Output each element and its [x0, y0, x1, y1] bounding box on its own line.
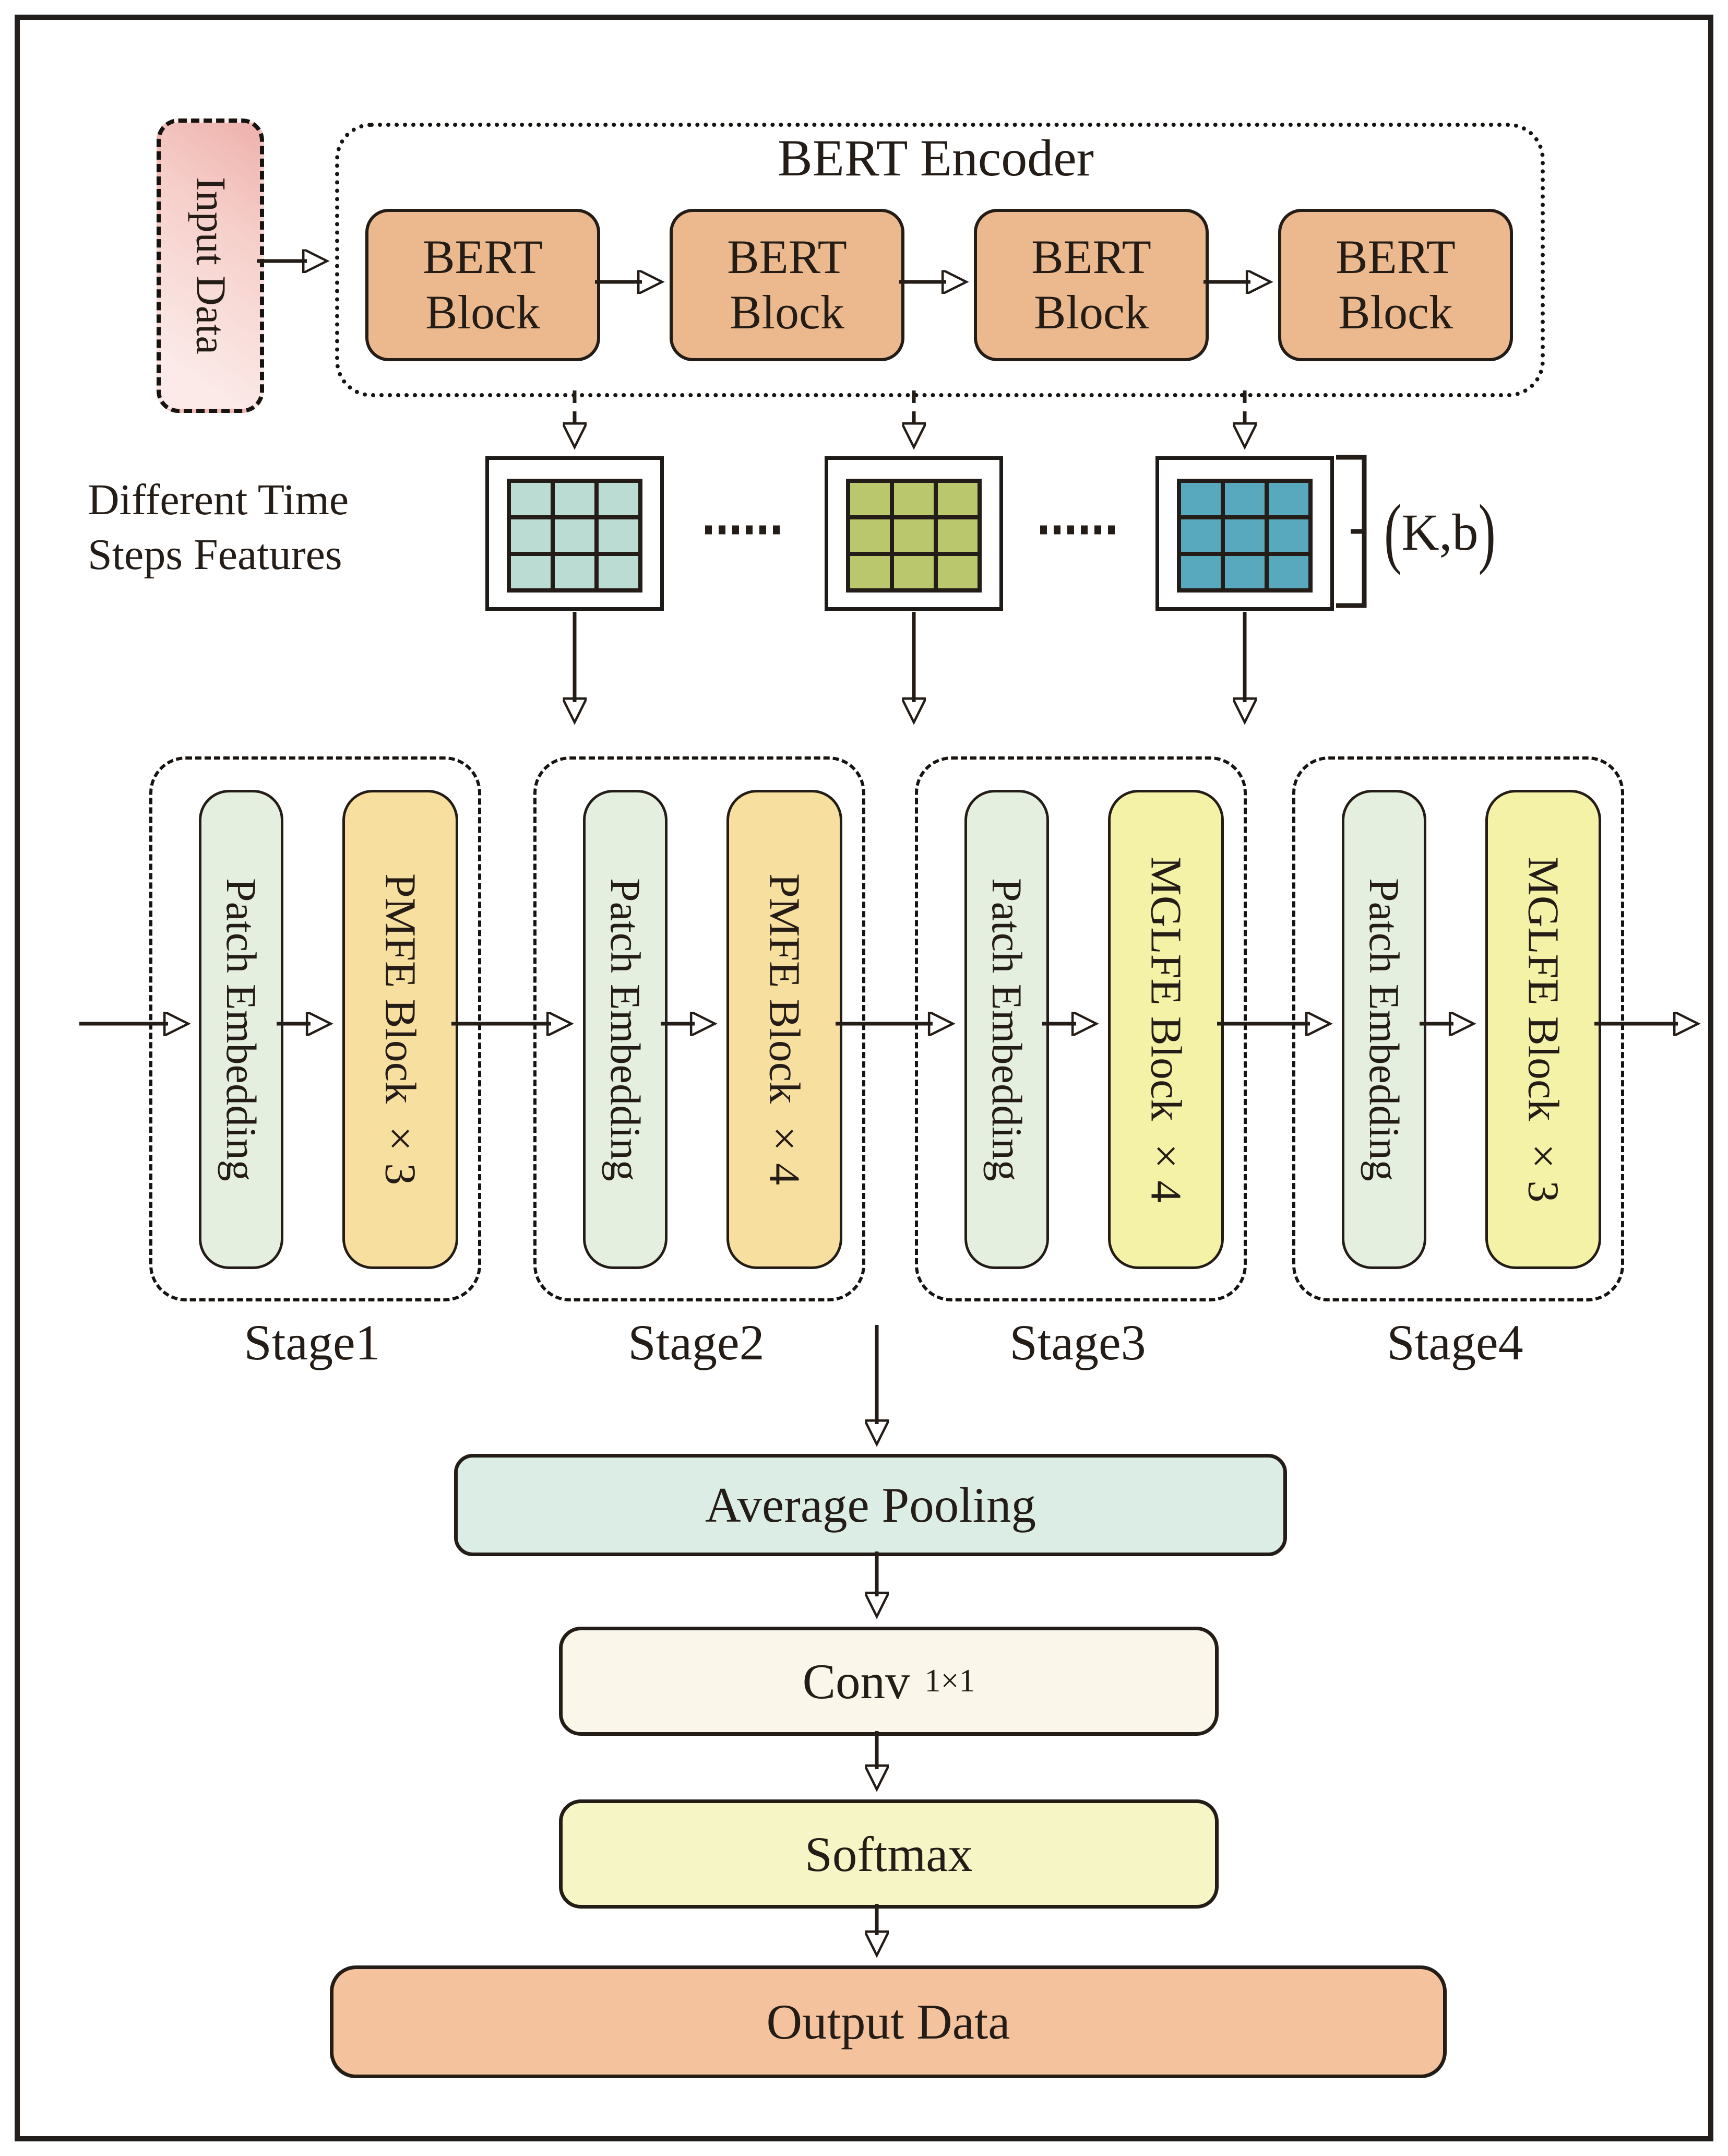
timestep-feature-grid-3	[1155, 456, 1334, 611]
feature-cell	[599, 519, 638, 552]
stage-1-pmfe-block-label: PMFE Block ×3	[376, 873, 425, 1186]
stage-2-pmfe-block: PMFE Block ×4	[726, 790, 842, 1269]
feature-cell	[1269, 483, 1308, 515]
feature-cell	[894, 519, 934, 552]
feature-cell	[1181, 519, 1221, 552]
timestep-feature-grid-2-cells	[846, 479, 982, 593]
output-data-label: Output Data	[766, 1994, 1010, 2050]
stage-1-label: Stage1	[244, 1314, 380, 1370]
bert-block-3: BERT Block	[974, 209, 1209, 361]
stage-4-patch-embedding: Patch Embedding	[1342, 790, 1426, 1269]
stage-3-patch-embedding-label: Patch Embedding	[983, 878, 1031, 1181]
figure-border	[15, 15, 1713, 2141]
softmax-box: Softmax	[559, 1799, 1219, 1909]
kb-close-paren: )	[1478, 489, 1496, 576]
stage-2-container: Patch Embedding PMFE Block ×4	[533, 756, 865, 1301]
feature-cell	[555, 556, 594, 588]
stage-3-mglfe-block-label: MGLFE Block ×4	[1141, 856, 1190, 1203]
conv-label: Conv	[802, 1653, 910, 1709]
bert-block-3-label: BERT Block	[1031, 230, 1151, 339]
bert-block-1: BERT Block	[365, 209, 600, 361]
feature-cell	[850, 556, 890, 588]
feature-cell	[599, 556, 638, 588]
bert-block-4: BERT Block	[1278, 209, 1513, 361]
bert-block-1-label: BERT Block	[423, 230, 543, 339]
input-data-box: Input Data	[157, 119, 264, 413]
stage-4-label: Stage4	[1387, 1314, 1523, 1370]
input-data-label: Input Data	[187, 177, 234, 354]
output-data-box: Output Data	[330, 1965, 1447, 2078]
feature-cell	[599, 483, 638, 515]
timestep-feature-grid-1-cells	[507, 479, 642, 593]
feature-cell	[938, 483, 978, 515]
stage-2-pmfe-block-label: PMFE Block ×4	[760, 873, 809, 1186]
average-pooling-label: Average Pooling	[705, 1477, 1036, 1533]
stage-3-patch-embedding: Patch Embedding	[964, 790, 1049, 1269]
bert-block-2-label: BERT Block	[727, 230, 847, 339]
average-pooling-box: Average Pooling	[454, 1454, 1287, 1556]
feature-cell	[894, 556, 934, 588]
bert-block-2: BERT Block	[670, 209, 904, 361]
feature-cell	[1269, 519, 1308, 552]
timestep-feature-grid-2	[825, 456, 1003, 611]
stage-1-patch-embedding-label: Patch Embedding	[218, 878, 265, 1181]
feature-cell	[1269, 556, 1308, 588]
stage-2-patch-embedding: Patch Embedding	[583, 790, 668, 1269]
stage-2-patch-embedding-label: Patch Embedding	[602, 878, 649, 1181]
stage-4-container: Patch Embedding MGLFE Block ×3	[1292, 756, 1624, 1301]
bert-encoder-container	[335, 123, 1545, 397]
conv-1x1-box: Conv 1×1	[559, 1627, 1219, 1736]
feature-cell	[1225, 483, 1265, 515]
feature-cell	[938, 556, 978, 588]
feature-cell	[1181, 483, 1221, 515]
feature-cell	[850, 483, 890, 515]
timestep-feature-grid-3-cells	[1177, 479, 1313, 593]
kernel-bias-annotation: (K,b)	[1384, 485, 1572, 579]
softmax-label: Softmax	[805, 1826, 973, 1882]
features-caption-line2: Steps Features	[88, 530, 342, 579]
stage-3-mglfe-block: MGLFE Block ×4	[1108, 790, 1224, 1269]
stage-1-container: Patch Embedding PMFE Block ×3	[149, 756, 481, 1301]
feature-cell	[894, 483, 934, 515]
feature-cell	[555, 483, 594, 515]
feature-cell	[511, 483, 551, 515]
feature-cell	[511, 519, 551, 552]
features-caption-line1: Different Time	[88, 476, 349, 524]
stage-3-label: Stage3	[1009, 1314, 1146, 1370]
stage-3-container: Patch Embedding MGLFE Block ×4	[915, 756, 1247, 1301]
stage-1-pmfe-block: PMFE Block ×3	[342, 790, 458, 1269]
stage-4-mglfe-block-label: MGLFE Block ×3	[1519, 856, 1568, 1203]
timestep-feature-grid-1	[485, 456, 664, 611]
feature-cell	[511, 556, 551, 588]
conv-kernel-size: 1×1	[924, 1663, 975, 1699]
bert-block-4-label: BERT Block	[1336, 230, 1456, 339]
kb-body: K,b	[1401, 503, 1479, 561]
feature-cell	[1225, 556, 1265, 588]
stage-2-label: Stage2	[628, 1314, 765, 1370]
feature-cell	[850, 519, 890, 552]
feature-cell	[555, 519, 594, 552]
feature-cell	[1181, 556, 1221, 588]
kb-open-paren: (	[1384, 489, 1402, 576]
bert-encoder-title: BERT Encoder	[778, 129, 1094, 187]
features-caption: Different Time Steps Features	[88, 472, 463, 582]
feature-cell	[1225, 519, 1265, 552]
stage-4-patch-embedding-label: Patch Embedding	[1361, 878, 1408, 1181]
stage-4-mglfe-block: MGLFE Block ×3	[1485, 790, 1601, 1269]
feature-cell	[938, 519, 978, 552]
stage-1-patch-embedding: Patch Embedding	[199, 790, 283, 1269]
